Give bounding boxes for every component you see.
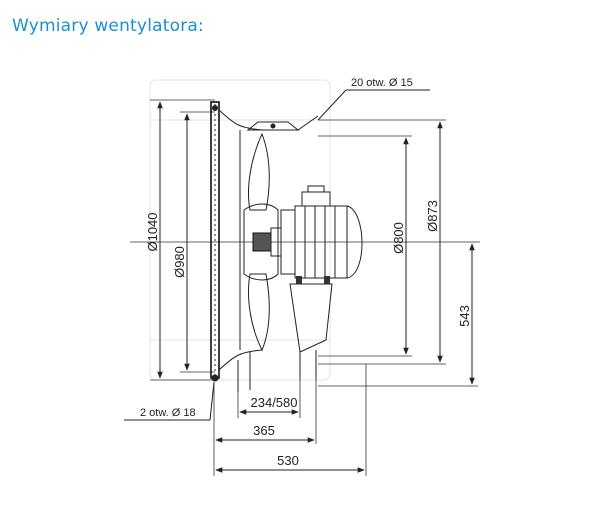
- label-width-365: 365: [253, 423, 275, 438]
- flange-hole-bottom: [211, 374, 219, 382]
- label-mount-diameter: Ø873: [425, 200, 440, 232]
- label-width-530: 530: [277, 453, 299, 468]
- dimension-width-365: 365: [215, 423, 315, 443]
- label-bottom-holes: 2 otw. Ø 18: [140, 407, 196, 419]
- label-width-234-580: 234/580: [251, 395, 298, 410]
- label-height-543: 543: [457, 305, 472, 327]
- dimension-mount-diameter: Ø873: [425, 121, 443, 363]
- motor-support: [237, 283, 333, 392]
- callout-bottom-holes: 2 otw. Ø 18: [124, 381, 215, 421]
- dimension-width-530: 530: [215, 453, 365, 473]
- label-inner-diameter: Ø980: [172, 246, 187, 278]
- dimension-width-234-580: 234/580: [239, 395, 299, 415]
- top-bracket: [246, 115, 319, 131]
- fan-hub: [252, 227, 282, 257]
- dimension-motor-diameter: Ø800: [391, 137, 409, 355]
- label-outer-diameter: Ø1040: [145, 212, 160, 251]
- dimension-height-543: 543: [457, 243, 475, 385]
- label-top-holes: 20 otw. Ø 15: [351, 77, 413, 89]
- page-title: Wymiary wentylatora:: [12, 16, 204, 36]
- dimension-outer-diameter: Ø1040: [145, 99, 215, 381]
- motor: [280, 185, 363, 284]
- label-motor-diameter: Ø800: [391, 222, 406, 254]
- flange-hole-top: [212, 105, 218, 111]
- callout-top-holes: 20 otw. Ø 15: [317, 77, 430, 121]
- fan-blades: [243, 132, 279, 352]
